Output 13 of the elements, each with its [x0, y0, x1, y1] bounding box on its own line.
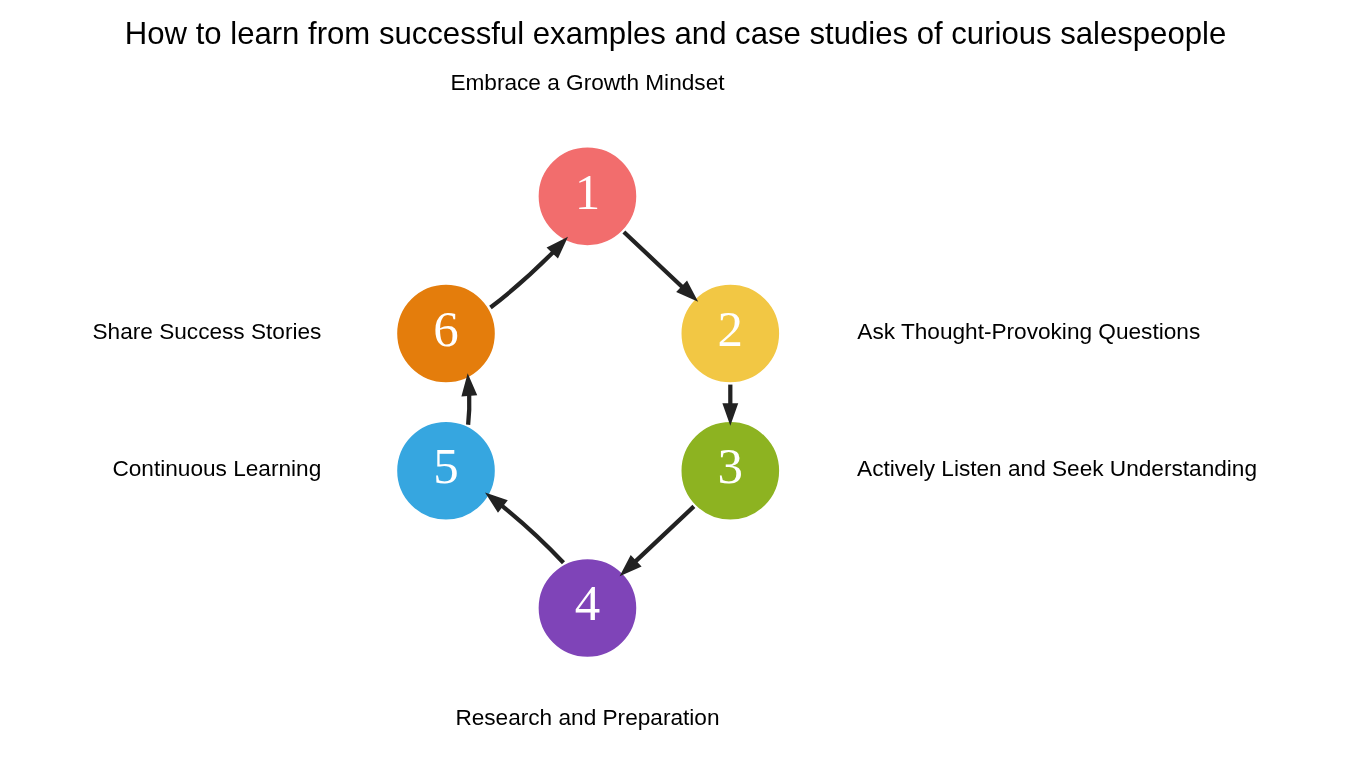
diagram-title: How to learn from successful examples and case studies of curious salespeople [124, 16, 1226, 52]
arrow [488, 236, 568, 310]
node-label: Embrace a Growth Mindset [449, 69, 725, 95]
arrow [621, 230, 698, 302]
arrow [721, 384, 738, 426]
node-label: Research and Preparation [454, 705, 720, 731]
node-label: Share Success Stories [92, 318, 321, 344]
node-label: Actively Listen and Seek Understanding [856, 456, 1257, 482]
node-label: Continuous Learning [111, 456, 321, 482]
arrow [619, 504, 695, 577]
node-label: Ask Thought-Provoking Questions [856, 318, 1200, 344]
arrow [460, 373, 477, 425]
arrow [484, 492, 565, 565]
